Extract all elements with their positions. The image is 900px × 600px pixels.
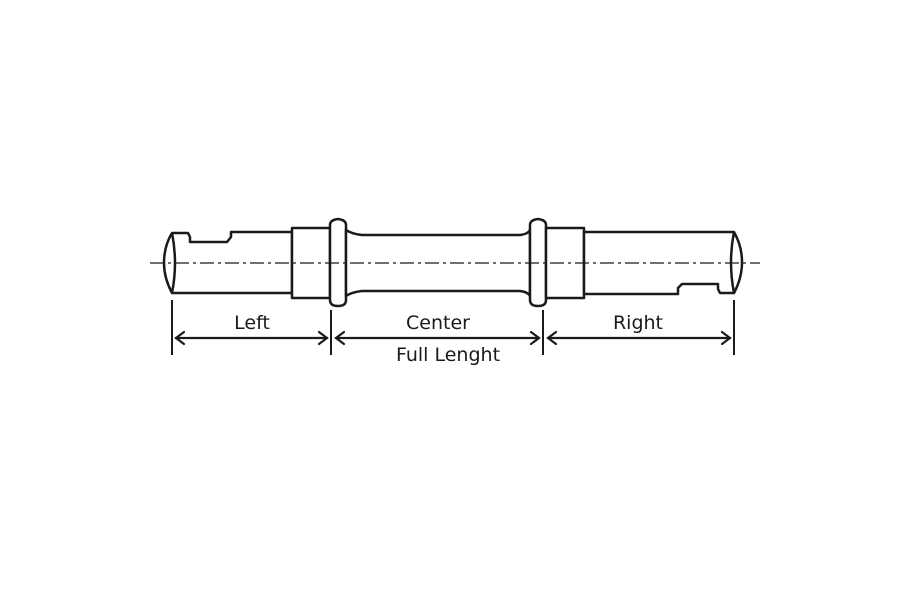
dimension-left-arrow xyxy=(174,330,329,346)
dimension-right-arrow xyxy=(546,330,732,346)
label-center: Center xyxy=(406,312,470,334)
label-right: Right xyxy=(613,312,663,334)
dimension-center-arrow xyxy=(334,330,541,346)
spindle-right-end-cap xyxy=(729,231,736,294)
extension-lines xyxy=(171,300,735,355)
dimension-arrows xyxy=(174,330,732,346)
label-full-length: Full Lenght xyxy=(396,344,500,366)
label-left: Left xyxy=(234,312,270,334)
